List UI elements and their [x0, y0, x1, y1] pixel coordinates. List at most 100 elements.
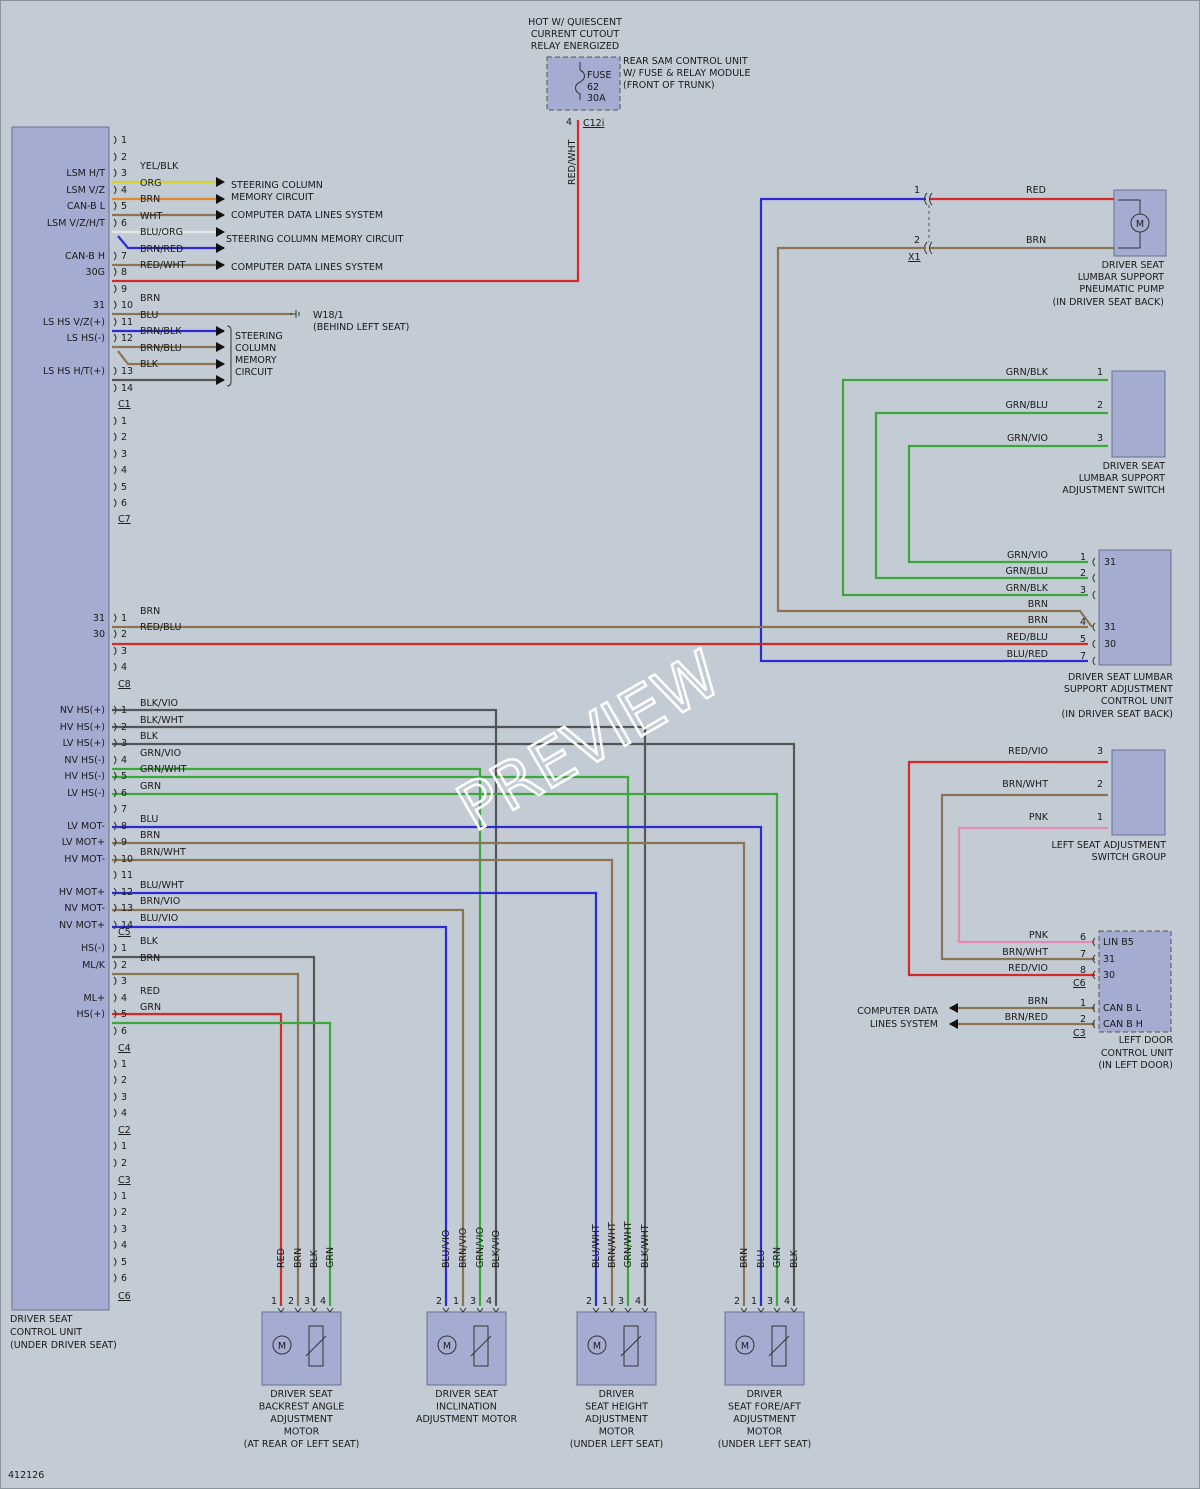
- wire-color-label: BLU: [140, 814, 158, 825]
- svg-text:3: 3: [1097, 746, 1103, 757]
- pin-number: 7: [1080, 949, 1086, 960]
- pin-number: 7: [121, 251, 127, 262]
- motor-label: DRIVER: [747, 1389, 783, 1400]
- pin-number: 9: [121, 837, 127, 848]
- wire-color-label: BRN/VIO: [458, 1228, 469, 1268]
- motor-icon: [587, 1335, 607, 1355]
- signal-label: CAN-B L: [67, 201, 106, 212]
- wire: [112, 708, 498, 1306]
- wire: [112, 742, 796, 1306]
- potentiometer-icon: [473, 1325, 489, 1367]
- wire-color-label: GRN/VIO: [1007, 550, 1048, 561]
- pin-number: 1: [121, 943, 127, 954]
- lumbar-pneumatic-pump: M DRIVER SEAT LUMBAR SUPPORT PNEUMATIC P…: [908, 185, 1167, 308]
- svg-text:1: 1: [1097, 812, 1103, 823]
- wire-color-label: GRN: [772, 1247, 783, 1268]
- motor-label: MOTOR: [284, 1427, 320, 1438]
- wire: [112, 775, 630, 1306]
- wire-color-label: BRN: [1028, 599, 1048, 610]
- pin-number: 6: [121, 1273, 127, 1284]
- pin-number: 8: [1080, 965, 1086, 976]
- wire: [112, 972, 300, 1306]
- wire-color-label: BLU/WHT: [140, 880, 184, 891]
- pin-number: 5: [121, 771, 127, 782]
- svg-text:X1: X1: [908, 252, 921, 263]
- wire: [112, 925, 448, 1306]
- pin-number: 2: [436, 1296, 442, 1307]
- pin-number: 4: [121, 755, 127, 766]
- motor-label: (UNDER LEFT SEAT): [718, 1439, 811, 1450]
- pin-number: 1: [751, 1296, 757, 1307]
- svg-text:FUSE: FUSE: [587, 70, 611, 81]
- svg-text:RED: RED: [1026, 185, 1046, 196]
- pin-number: 1: [121, 135, 127, 146]
- wire: [112, 1012, 283, 1306]
- pin-number: 3: [121, 646, 127, 657]
- wire-color-label: YEL/BLK: [139, 161, 179, 172]
- signal-label: LV HS(-): [67, 788, 105, 799]
- svg-text:ADJUSTMENT SWITCH: ADJUSTMENT SWITCH: [1062, 485, 1165, 496]
- svg-text:LUMBAR SUPPORT: LUMBAR SUPPORT: [1079, 473, 1165, 484]
- pin-number: 3: [470, 1296, 476, 1307]
- motor-label: DRIVER: [599, 1389, 635, 1400]
- signal-label: 31: [93, 300, 105, 311]
- pin-number: 11: [121, 870, 133, 881]
- wire: [112, 841, 746, 1306]
- svg-text:(BEHIND LEFT SEAT): (BEHIND LEFT SEAT): [313, 322, 409, 333]
- pin-number: 8: [121, 267, 127, 278]
- pin-number: 3: [121, 168, 127, 179]
- svg-text:(IN DRIVER SEAT BACK): (IN DRIVER SEAT BACK): [1061, 709, 1173, 720]
- svg-text:SWITCH GROUP: SWITCH GROUP: [1092, 852, 1167, 863]
- wire: [907, 444, 1108, 564]
- wire-blu-red: [759, 197, 1088, 663]
- svg-text:DRIVER SEAT: DRIVER SEAT: [10, 1314, 73, 1325]
- signal-label: LS HS V/Z(+): [43, 317, 105, 328]
- motor-label: MOTOR: [599, 1427, 635, 1438]
- wire-color-label: BRN: [140, 293, 160, 304]
- connector-label: C8: [118, 679, 131, 690]
- wire: [112, 725, 647, 1306]
- wire-color-label: WHT: [140, 211, 163, 222]
- wire: [907, 760, 1108, 977]
- arrow-icon: [216, 375, 225, 385]
- potentiometer-icon: [623, 1325, 639, 1367]
- wire-color-label: ORG: [140, 178, 161, 189]
- svg-text:1: 1: [1097, 367, 1103, 378]
- pin-number: 4: [121, 993, 127, 1004]
- svg-text:1: 1: [914, 185, 920, 196]
- pin-number: 5: [121, 1009, 127, 1020]
- wire: [957, 826, 1108, 944]
- pin-number: 4: [121, 185, 127, 196]
- pin-number: 10: [121, 854, 133, 865]
- pin-number: 3: [618, 1296, 624, 1307]
- wire-color-label: BRN/RED: [140, 244, 183, 255]
- wire: [117, 350, 224, 366]
- wires-layer: [112, 120, 1114, 1306]
- svg-text:CURRENT CUTOUT: CURRENT CUTOUT: [531, 29, 620, 40]
- wire-color-label: GRN/BLK: [1006, 583, 1049, 594]
- pin-number: 2: [121, 960, 127, 971]
- svg-text:M: M: [741, 1341, 749, 1352]
- signal-label: LV MOT-: [67, 821, 105, 832]
- pin-number: 1: [121, 613, 127, 624]
- signal-label: ML+: [84, 993, 105, 1004]
- svg-text:CIRCUIT: CIRCUIT: [235, 367, 273, 378]
- fuse-relay-module: [546, 56, 621, 111]
- pin-number: 2: [586, 1296, 592, 1307]
- pin-number: 12: [121, 333, 133, 344]
- pin-number: 1: [602, 1296, 608, 1307]
- wire-color-label: BLK: [140, 936, 159, 947]
- pin-number: 5: [121, 482, 127, 493]
- svg-text:C12i: C12i: [583, 118, 604, 129]
- pin-function: 31: [1104, 622, 1116, 633]
- svg-text:COMPUTER DATA: COMPUTER DATA: [857, 1006, 938, 1017]
- potentiometer-icon: [308, 1325, 324, 1367]
- pin-number: 1: [271, 1296, 277, 1307]
- svg-text:STEERING COLUMN MEMORY CIRCUIT: STEERING COLUMN MEMORY CIRCUIT: [226, 234, 404, 245]
- svg-text:DRIVER SEAT: DRIVER SEAT: [1103, 461, 1166, 472]
- connector-label: C1: [118, 399, 131, 410]
- pin-number: 2: [121, 722, 127, 733]
